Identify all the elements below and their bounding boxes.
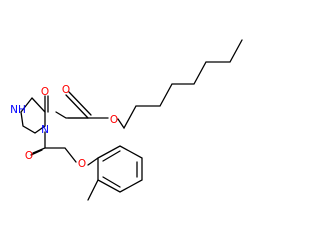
bonds [20, 39, 243, 201]
methyl-bond [87, 179, 99, 201]
amide-nh-label: NH [10, 104, 26, 116]
methylene-bond [55, 111, 89, 119]
atom-labels: NH O O O N O O [10, 84, 118, 170]
ester-carbonyl-oxygen-label: O [62, 84, 70, 96]
ether-oxygen-label: O [78, 158, 86, 170]
carbonyl-bond-double [68, 91, 92, 116]
alkyl-chain [117, 39, 243, 130]
lactam-oxygen-label: O [41, 86, 49, 98]
acyl-chain-bond [44, 147, 77, 163]
benzene-ring [97, 145, 143, 193]
ester-oxygen-label: O [110, 114, 118, 126]
benzene-double-1 [102, 150, 121, 162]
acyl-carbonyl-double [30, 149, 43, 156]
acyl-oxygen-label: O [25, 150, 33, 162]
carbonyl-bond [65, 94, 89, 119]
chemical-structure: NH O O O N O O [10, 39, 243, 201]
ring-nitrogen-label: N [41, 124, 49, 136]
ether-bond [87, 157, 99, 166]
benzene-double-3 [102, 176, 121, 188]
